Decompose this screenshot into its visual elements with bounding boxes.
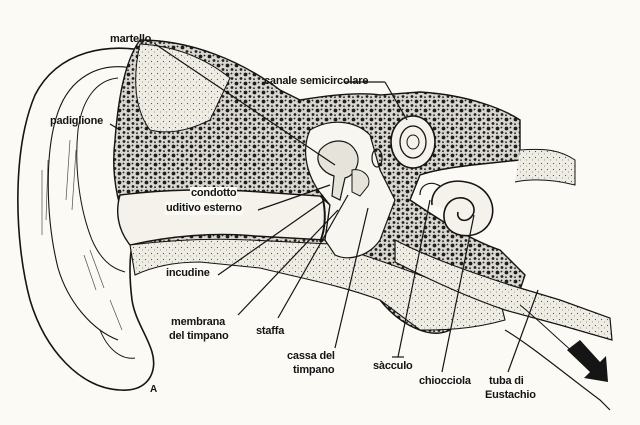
label-membrana-line2: del timpano bbox=[168, 330, 230, 343]
label-martello: martello bbox=[110, 33, 152, 45]
label-cassa-line2: timpano bbox=[292, 364, 336, 377]
cochlea bbox=[419, 180, 494, 237]
label-chiocciola: chiocciola bbox=[418, 375, 472, 388]
label-padiglione: padiglione bbox=[50, 115, 104, 127]
pinna-shading bbox=[41, 139, 123, 331]
label-condotto-line1: condotto bbox=[190, 187, 238, 200]
tympanic-membrane bbox=[319, 194, 326, 243]
label-incudine: incudine bbox=[165, 267, 211, 280]
label-membrana-line1: membrana bbox=[170, 316, 227, 329]
label-tuba-line1: tuba di bbox=[488, 375, 525, 388]
label-sacculo: sàcculo bbox=[372, 360, 414, 373]
label-cassa-line1: cassa del bbox=[286, 350, 336, 363]
label-tuba-line2: Eustachio bbox=[484, 389, 537, 402]
label-point-a: A bbox=[150, 384, 158, 395]
direction-arrow bbox=[567, 340, 608, 382]
label-condotto-line2: uditivo esterno bbox=[165, 202, 243, 215]
lower-canal-wall bbox=[129, 238, 506, 331]
label-canale-semicircolare: canale semicircolare bbox=[264, 75, 369, 87]
upper-bone-light bbox=[135, 43, 231, 133]
eustachian-tube bbox=[394, 239, 613, 341]
label-staffa: staffa bbox=[255, 325, 286, 338]
leader-lines bbox=[109, 43, 539, 373]
semicircular-canal bbox=[390, 115, 436, 169]
